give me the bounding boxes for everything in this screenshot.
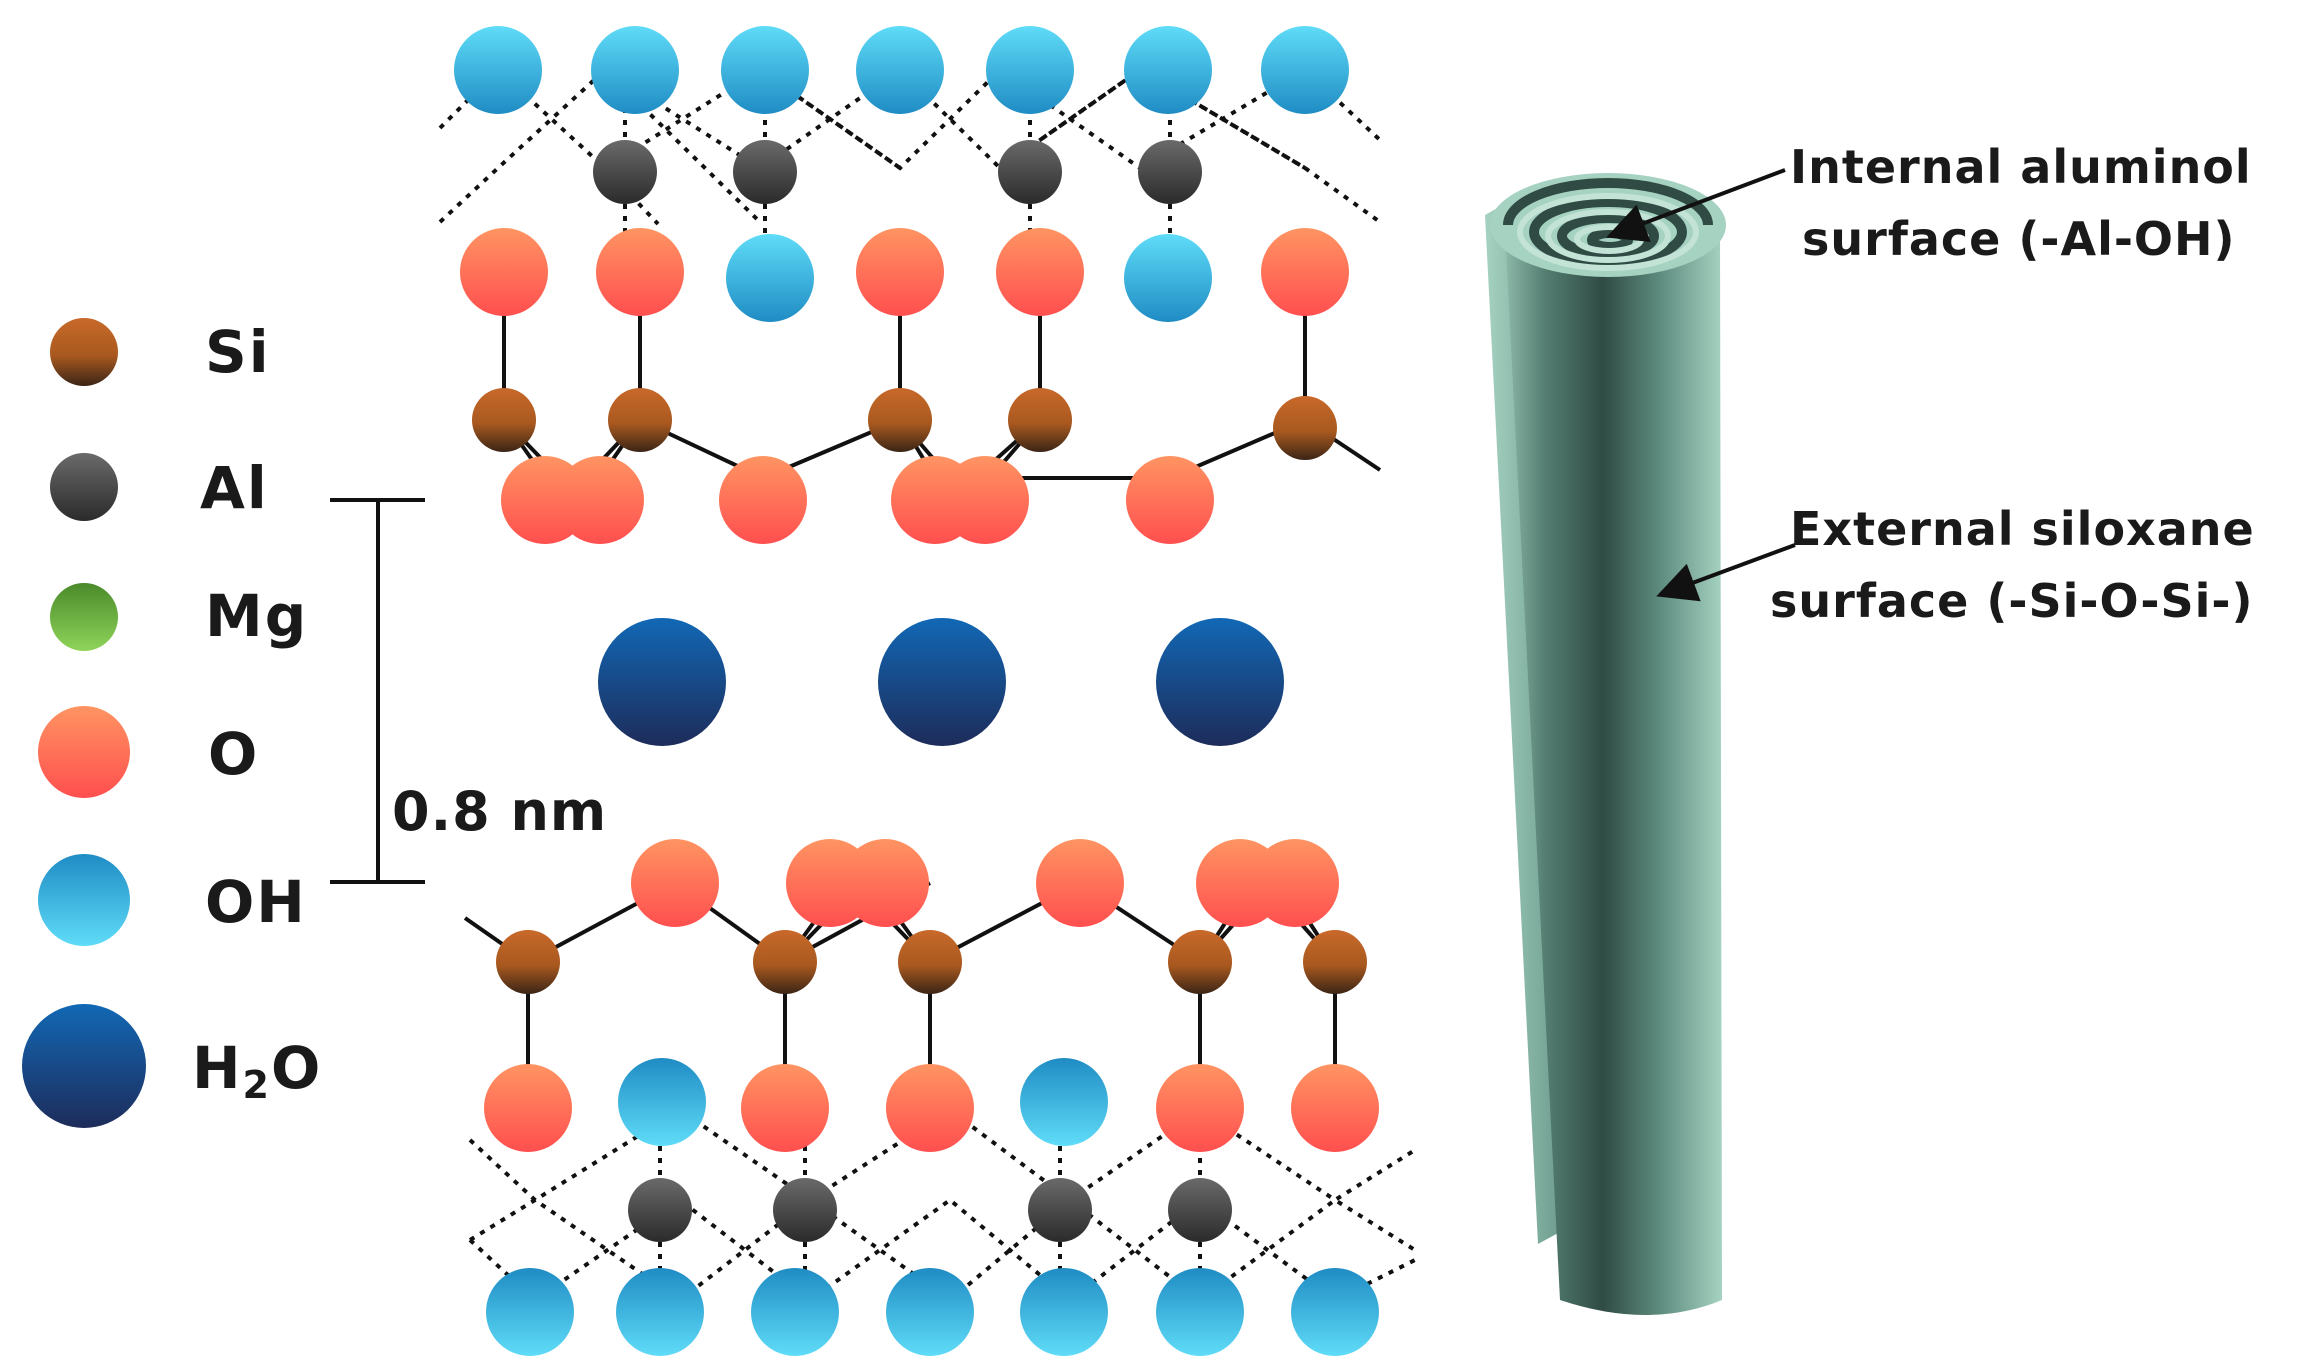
annotation-arrow-internal [1606,168,1786,243]
lower-oh-row [486,1268,1379,1356]
internal-surface-label-line1: Internal aluminol [1790,140,2252,194]
legend-label-oh: OH [205,868,307,936]
upper-bridging-o-row [501,456,1214,544]
upper-si-row [472,388,1337,460]
external-surface-label-line1: External siloxane [1790,502,2255,556]
lower-bridging-o-row [631,839,1339,927]
legend-label-h2o: H2O [192,1034,322,1107]
upper-layer [438,26,1382,544]
oh-group-swatch [38,854,130,946]
legend-label-o: O [208,720,259,788]
external-surface-label-line2: surface (-Si-O-Si-) [1770,574,2254,628]
annotation-external-surface: External siloxane surface (-Si-O-Si-) [1656,502,2255,628]
interlayer-spacing-label: 0.8 nm [392,780,607,843]
legend-item-mg: Mg [50,582,308,651]
legend-item-h2o: H2O [22,1004,322,1128]
upper-oh-row [454,26,1349,114]
legend-label-si: Si [205,318,271,386]
annotation-internal-surface: Internal aluminol surface (-Al-OH) [1606,140,2252,266]
halloysite-nanotube [1485,173,1726,1315]
mg-atom-swatch [50,583,118,651]
lower-layer [463,839,1417,1356]
legend-item-o: O [38,706,259,798]
interlayer-spacing-marker: 0.8 nm [330,498,607,884]
internal-surface-label-line2: surface (-Al-OH) [1802,212,2236,266]
upper-o-row [460,228,1349,322]
legend-item-al: Al [50,453,269,522]
si-atom-swatch [50,318,118,386]
al-atom-swatch [50,453,118,521]
upper-al-row [593,140,1202,204]
legend: Si Al Mg O OH H2O [22,318,322,1128]
annotation-arrow-external [1656,543,1796,602]
lower-al-row [628,1178,1232,1242]
h2o-molecule-swatch [22,1004,146,1128]
lower-o-row [484,1058,1379,1152]
h2o-molecule [878,618,1006,746]
legend-label-al: Al [200,454,269,522]
h2o-molecule [1156,618,1284,746]
legend-label-mg: Mg [205,582,308,650]
h2o-molecule [598,618,726,746]
lower-si-row [496,930,1367,994]
nanotube-body [1505,230,1722,1315]
o-atom-swatch [38,706,130,798]
legend-item-si: Si [50,318,271,386]
interlayer-water-row [598,618,1284,746]
nanotube-outer-flap [1485,200,1560,1244]
legend-item-oh: OH [38,854,307,946]
